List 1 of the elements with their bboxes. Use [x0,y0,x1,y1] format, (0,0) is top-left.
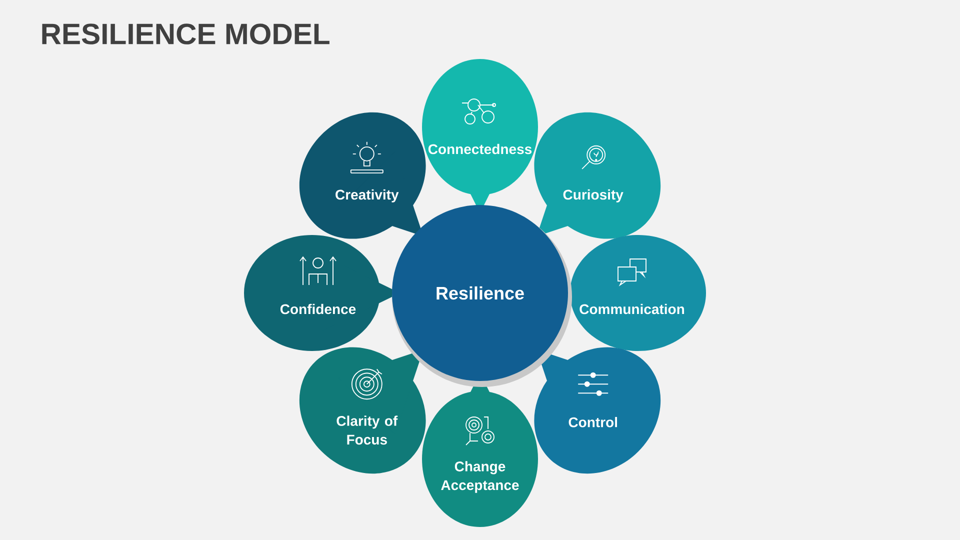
title: RESILIENCE MODEL [42,24,330,44]
